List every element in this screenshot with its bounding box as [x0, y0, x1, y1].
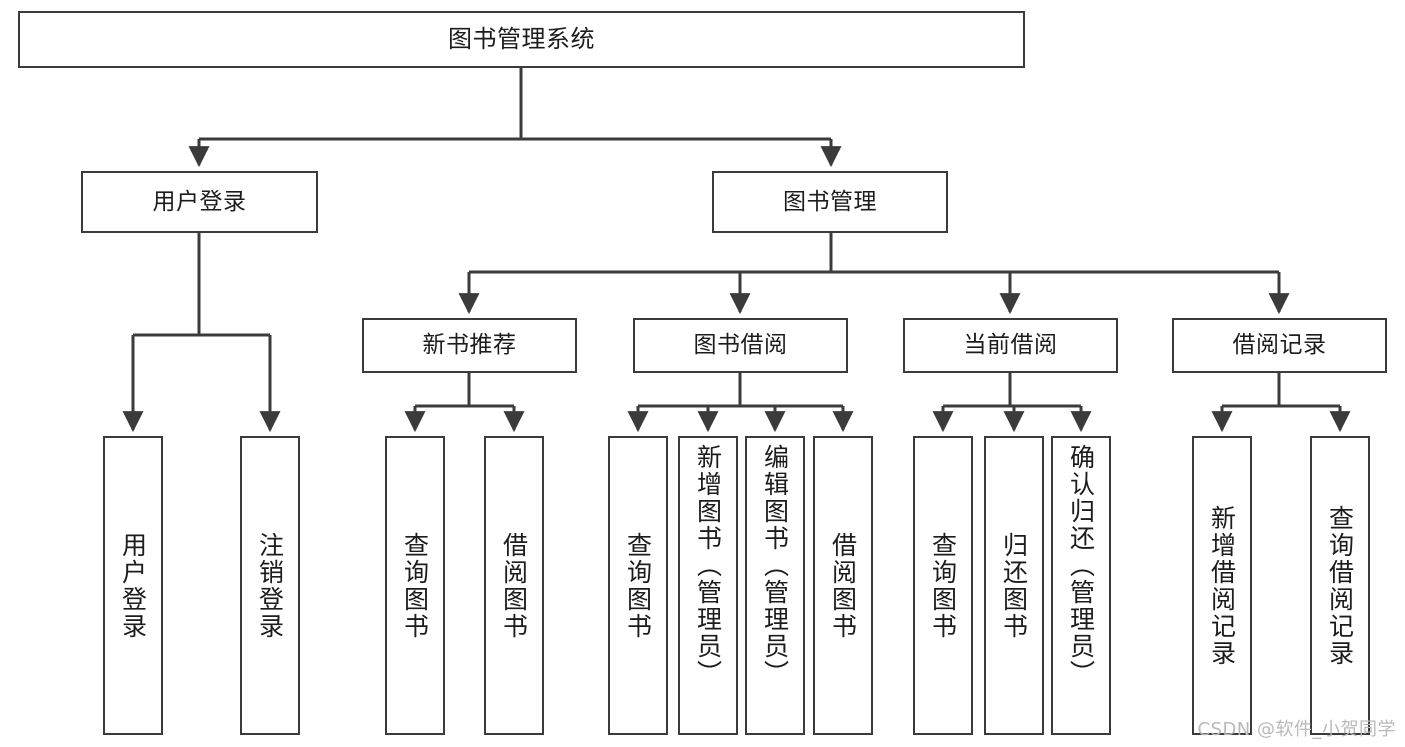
node-book-management[interactable]: 图书管理	[712, 171, 948, 233]
node-leaf-return-book[interactable]: 归还图书	[984, 436, 1044, 735]
node-leaf-query-book-2-label: 查询图书	[623, 531, 653, 640]
node-book-borrow-label: 图书借阅	[693, 332, 788, 359]
node-root-label: 图书管理系统	[448, 24, 595, 53]
node-leaf-add-record-label: 新增借阅记录	[1207, 504, 1237, 667]
watermark: CSDN @软件_小贺同学	[1197, 719, 1396, 740]
node-borrow-record-label: 借阅记录	[1232, 332, 1327, 359]
node-leaf-query-book-1-label: 查询图书	[400, 531, 430, 640]
node-leaf-borrow-book-1-label: 借阅图书	[499, 531, 529, 640]
node-leaf-borrow-book-2[interactable]: 借阅图书	[813, 436, 873, 735]
node-leaf-query-record[interactable]: 查询借阅记录	[1310, 436, 1370, 735]
node-borrow-record[interactable]: 借阅记录	[1172, 318, 1387, 373]
node-leaf-query-book-2[interactable]: 查询图书	[608, 436, 668, 735]
node-leaf-user-login-label: 用户登录	[118, 531, 148, 640]
node-leaf-confirm-return-label: 确认归还（管理员）	[1066, 444, 1096, 687]
node-leaf-confirm-return[interactable]: 确认归还（管理员）	[1051, 436, 1111, 735]
node-user-login-label: 用户登录	[152, 188, 247, 215]
node-leaf-edit-book-label: 编辑图书（管理员）	[760, 444, 790, 687]
node-leaf-add-book-label: 新增图书（管理员）	[693, 444, 723, 687]
node-leaf-user-logout[interactable]: 注销登录	[240, 436, 300, 735]
node-leaf-return-book-label: 归还图书	[999, 531, 1029, 640]
node-leaf-borrow-book-2-label: 借阅图书	[828, 531, 858, 640]
node-leaf-add-book[interactable]: 新增图书（管理员）	[678, 436, 738, 735]
node-current-borrow-label: 当前借阅	[963, 332, 1058, 359]
node-leaf-query-book-3[interactable]: 查询图书	[913, 436, 973, 735]
node-new-book-recommend[interactable]: 新书推荐	[362, 318, 577, 373]
node-leaf-query-record-label: 查询借阅记录	[1325, 504, 1355, 667]
node-current-borrow[interactable]: 当前借阅	[903, 318, 1118, 373]
node-leaf-query-book-3-label: 查询图书	[928, 531, 958, 640]
node-root[interactable]: 图书管理系统	[18, 11, 1025, 68]
node-book-management-label: 图书管理	[783, 188, 877, 215]
node-leaf-user-login[interactable]: 用户登录	[103, 436, 163, 735]
node-leaf-query-book-1[interactable]: 查询图书	[385, 436, 445, 735]
node-new-book-recommend-label: 新书推荐	[422, 332, 517, 359]
node-leaf-edit-book[interactable]: 编辑图书（管理员）	[745, 436, 805, 735]
node-user-login[interactable]: 用户登录	[81, 171, 318, 233]
node-leaf-user-logout-label: 注销登录	[255, 531, 285, 640]
node-leaf-borrow-book-1[interactable]: 借阅图书	[484, 436, 544, 735]
node-leaf-add-record[interactable]: 新增借阅记录	[1192, 436, 1252, 735]
node-book-borrow[interactable]: 图书借阅	[633, 318, 848, 373]
